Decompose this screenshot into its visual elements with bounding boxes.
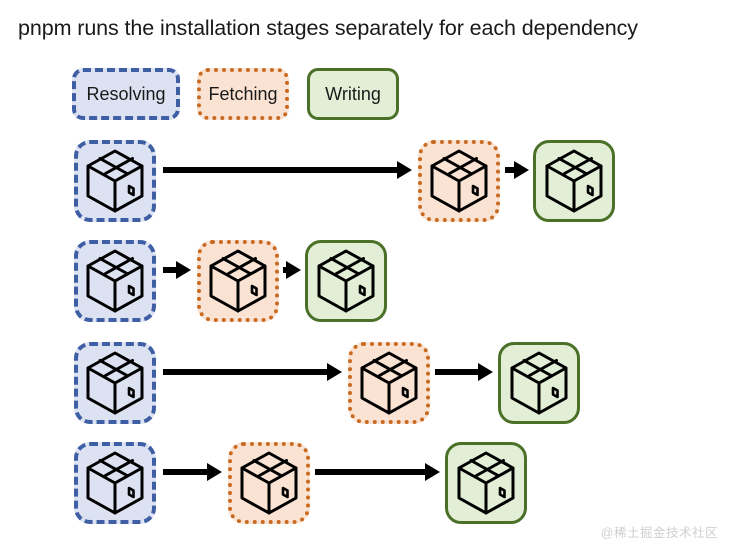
flow-arrow-row1-1 [163,159,412,181]
flow-arrow-row3-2 [435,361,493,383]
flow-arrow-row3-1 [163,361,342,383]
legend-item-resolving: Resolving [72,68,180,120]
package-box-icon [545,149,603,213]
legend-item-label: Resolving [86,83,166,104]
node-resolving-row4 [74,442,156,524]
legend-item-fetching: Fetching [197,68,289,120]
node-fetching-row3 [348,342,430,424]
node-writing-row1 [533,140,615,222]
node-fetching-row1 [418,140,500,222]
node-resolving-row2 [74,240,156,322]
node-resolving-row3 [74,342,156,424]
node-writing-row4 [445,442,527,524]
flow-arrow-row4-2 [315,461,440,483]
package-box-icon [209,249,267,313]
watermark: @稀土掘金技术社区 [600,526,718,540]
package-box-icon [317,249,375,313]
legend-item-writing: Writing [307,68,399,120]
legend-item-label: Fetching [208,83,278,104]
node-writing-row3 [498,342,580,424]
flow-arrow-row2-1 [163,259,191,281]
package-box-icon [86,149,144,213]
package-box-icon [86,249,144,313]
node-fetching-row2 [197,240,279,322]
package-box-icon [510,351,568,415]
node-resolving-row1 [74,140,156,222]
node-writing-row2 [305,240,387,322]
package-box-icon [430,149,488,213]
legend-item-label: Writing [325,83,381,104]
package-box-icon [240,451,298,515]
package-box-icon [86,451,144,515]
package-box-icon [86,351,144,415]
flow-arrow-row4-1 [163,461,222,483]
page-title: pnpm runs the installation stages separa… [18,16,638,40]
package-box-icon [360,351,418,415]
node-fetching-row4 [228,442,310,524]
package-box-icon [457,451,515,515]
flow-arrow-row1-2 [505,159,529,181]
flow-arrow-row2-2 [283,259,301,281]
